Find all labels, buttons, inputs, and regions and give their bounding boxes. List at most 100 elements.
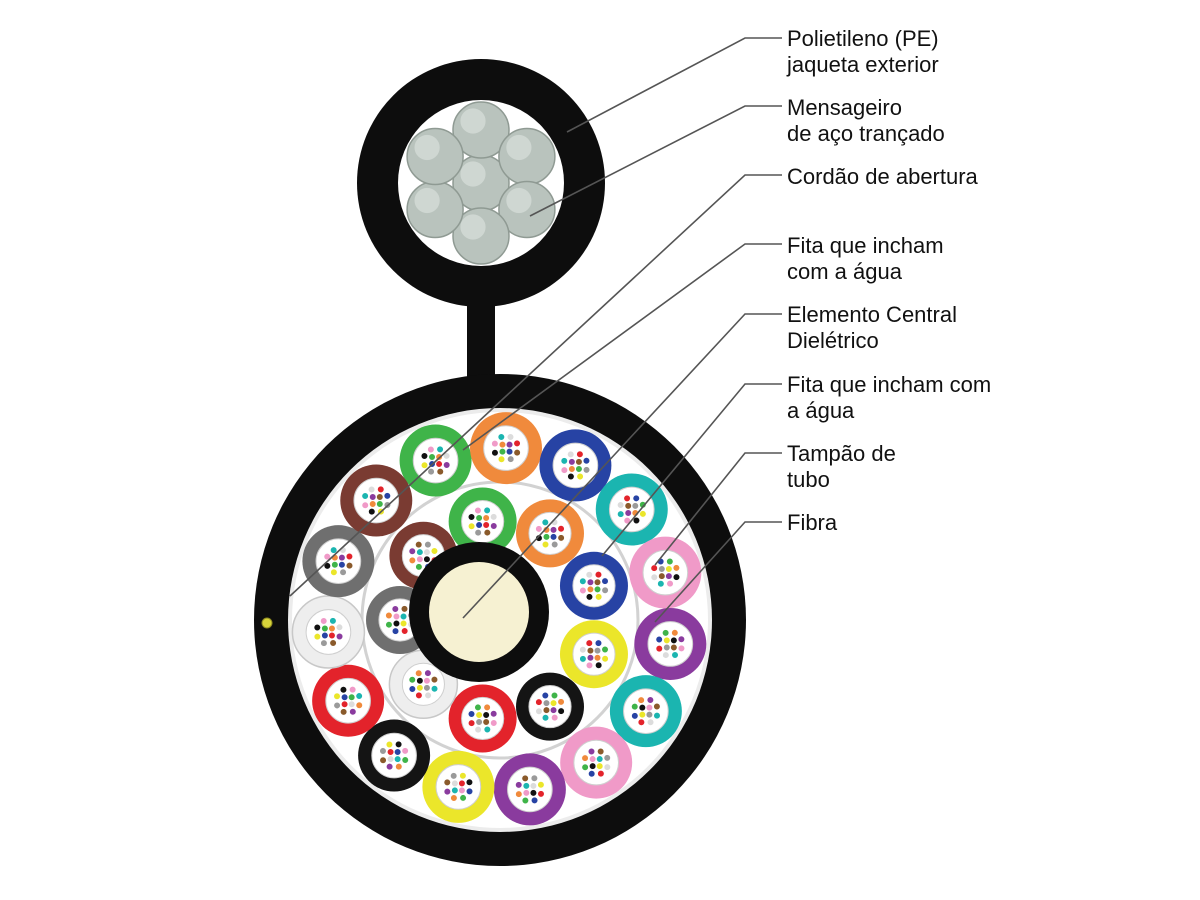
optical-fiber	[435, 460, 443, 468]
loose-tube-teal	[595, 473, 668, 546]
optical-fiber	[587, 747, 596, 756]
optical-fiber	[582, 466, 591, 474]
optical-fiber	[646, 718, 655, 726]
optical-fiber	[467, 522, 476, 530]
label-water-tape-1-line-1: Fita que incham	[787, 233, 944, 258]
optical-fiber	[416, 555, 424, 563]
optical-fiber	[369, 493, 377, 501]
optical-fiber	[505, 448, 514, 456]
optical-fiber	[576, 450, 584, 458]
label-steel-messenger: Mensageiro de aço trançado	[787, 95, 945, 146]
optical-fiber	[522, 782, 530, 790]
optical-fiber	[408, 556, 416, 565]
optical-fiber	[596, 755, 604, 763]
optical-fiber	[662, 651, 670, 659]
optical-fiber	[542, 533, 551, 541]
steel-messenger	[357, 59, 605, 307]
optical-fiber	[658, 572, 666, 580]
leader-tube-cap	[654, 452, 782, 566]
optical-fiber	[550, 691, 559, 700]
optical-fiber	[424, 691, 432, 699]
optical-fiber	[385, 621, 393, 629]
optical-fiber	[321, 624, 329, 633]
optical-fiber	[653, 702, 661, 711]
optical-fiber	[430, 547, 439, 555]
optical-fiber	[541, 714, 550, 722]
optical-fiber	[355, 701, 363, 709]
optical-fiber	[535, 534, 543, 542]
steel-wire	[452, 101, 510, 159]
optical-fiber	[451, 786, 459, 795]
optical-fiber	[386, 755, 395, 763]
optical-fiber	[624, 502, 632, 510]
optical-fiber	[420, 461, 429, 469]
optical-fiber	[593, 654, 602, 662]
loose-tube-purple	[634, 607, 707, 680]
label-fiber: Fibra	[787, 510, 838, 535]
optical-fiber	[589, 755, 597, 763]
optical-fiber	[551, 540, 559, 549]
main-cable	[254, 374, 746, 866]
optical-fiber	[345, 562, 354, 570]
label-pe-jacket: Polietileno (PE) jaqueta exterior	[786, 26, 945, 77]
optical-fiber	[401, 627, 409, 635]
optical-fiber	[424, 669, 432, 677]
optical-fiber	[645, 711, 653, 719]
steel-wire	[452, 207, 510, 265]
optical-fiber	[582, 457, 591, 465]
optical-fiber	[601, 645, 609, 654]
optical-fiber	[415, 691, 423, 700]
optical-fiber	[594, 639, 603, 647]
optical-fiber	[420, 452, 429, 460]
steel-wire-highlight	[460, 214, 486, 240]
optical-fiber	[399, 612, 408, 621]
optical-fiber	[379, 756, 387, 764]
optical-fiber	[672, 564, 680, 572]
loose-tube-blue	[559, 551, 628, 620]
tube-gel-fill	[528, 685, 572, 729]
optical-fiber	[515, 781, 523, 789]
optical-fiber	[490, 719, 498, 727]
optical-fiber	[313, 623, 321, 632]
tube-gel-fill	[461, 499, 505, 544]
optical-fiber	[596, 762, 604, 770]
label-ripcord: Cordão de abertura	[787, 164, 979, 189]
optical-fiber	[394, 748, 402, 756]
optical-fiber	[535, 707, 543, 715]
optical-fiber	[459, 772, 467, 780]
optical-fiber	[586, 647, 595, 655]
optical-fiber	[482, 514, 490, 522]
optical-fiber	[593, 578, 602, 586]
optical-fiber	[330, 546, 338, 554]
loose-tubes	[291, 412, 707, 826]
tube-gel-fill	[461, 696, 505, 741]
label-tube-cap-line-1: Tampão de	[787, 441, 896, 466]
optical-fiber	[507, 455, 515, 463]
optical-fiber	[541, 518, 549, 526]
optical-fiber	[597, 770, 605, 778]
optical-fiber	[323, 562, 331, 570]
optical-fiber	[624, 509, 632, 517]
optical-fiber	[361, 501, 369, 509]
label-tube-cap: Tampão de tubo	[787, 441, 902, 492]
optical-fiber	[586, 578, 595, 586]
optical-fiber	[395, 762, 403, 771]
optical-fiber	[339, 568, 347, 576]
leader-water-tape-2	[601, 383, 782, 557]
loose-tube-black	[358, 719, 431, 792]
label-central-member: Elemento Central Dielétrico	[787, 302, 963, 353]
steel-wire-highlight	[506, 187, 532, 214]
optical-fiber	[361, 492, 369, 500]
optical-fiber	[658, 565, 666, 573]
optical-fiber	[541, 540, 550, 549]
label-water-tape-1: Fita que incham com a água	[787, 233, 950, 284]
optical-fiber	[542, 699, 551, 707]
optical-fiber	[391, 605, 399, 613]
optical-fiber	[369, 500, 377, 508]
optical-fiber	[542, 706, 551, 714]
optical-fiber	[568, 465, 576, 473]
optical-fiber	[367, 485, 376, 494]
leader-steel-messenger	[529, 105, 782, 217]
optical-fiber	[416, 677, 424, 685]
tube-gel-fill	[573, 739, 620, 786]
